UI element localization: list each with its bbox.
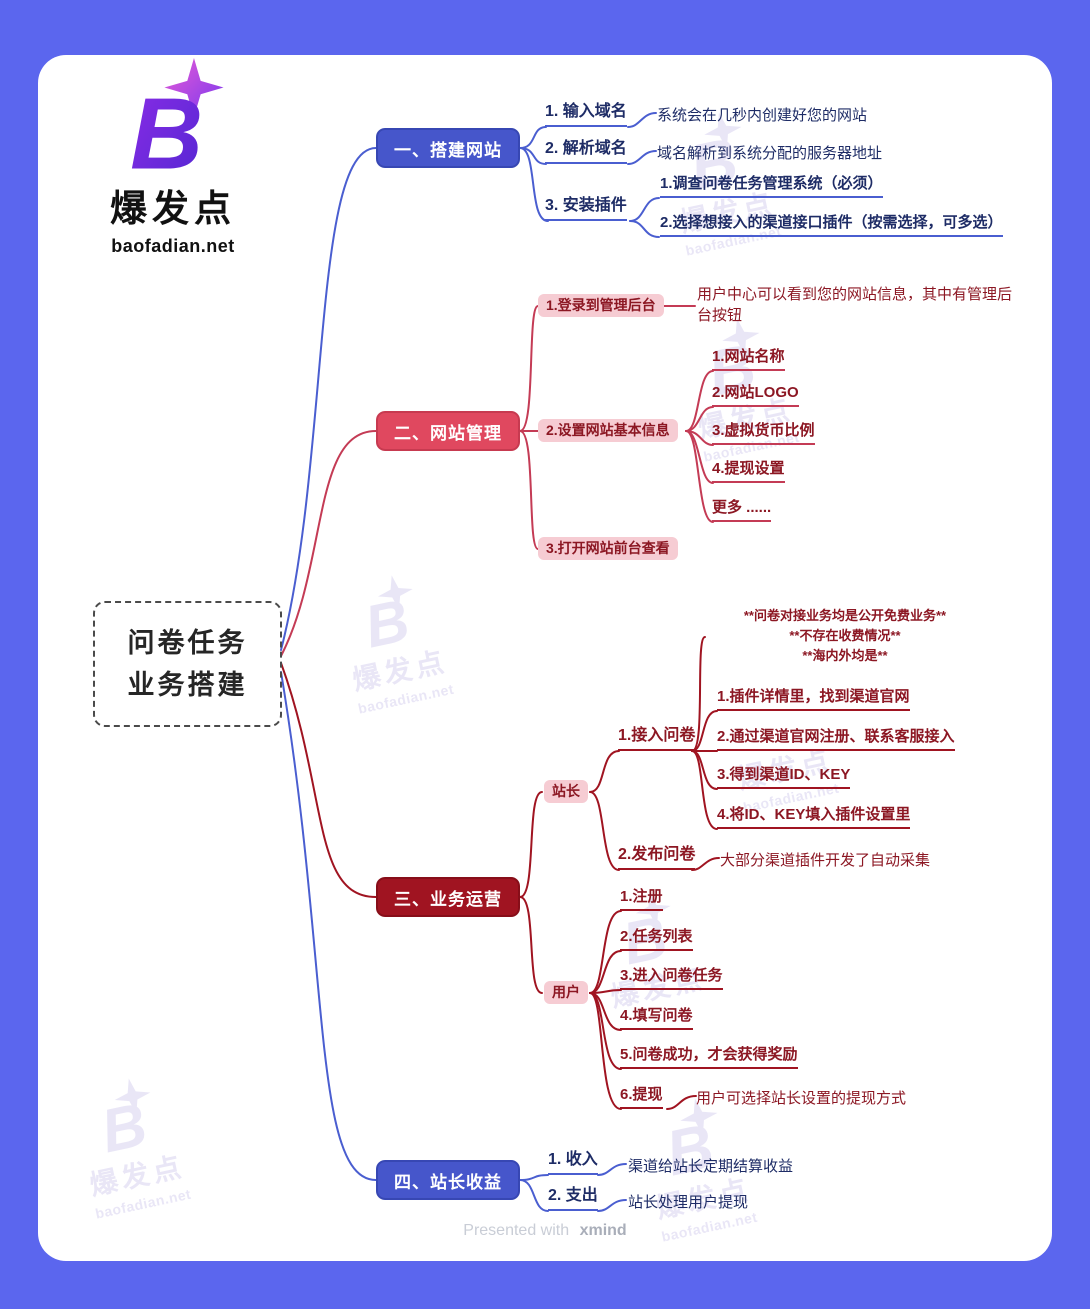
note-line-3: **海内外均是** [802,648,888,663]
footer-credit: Presented with xmind [38,1222,1052,1240]
svg-text:B: B [130,79,203,180]
topic-connect-survey[interactable]: 1.接入问卷 [618,726,696,751]
branch-build-website[interactable]: 一、搭建网站 [376,128,520,168]
topic-user-withdraw[interactable]: 6.提现 [620,1086,663,1109]
brand-name: 爆发点 [110,188,236,229]
topic-webmaster[interactable]: 站长 [544,780,588,803]
leaf-register-contact-support[interactable]: 2.通过渠道官网注册、联系客服接入 [717,728,955,751]
brand-watermark: B 爆发点 baofadian.net [635,1089,759,1245]
watermark-logo-icon: B [702,318,762,407]
central-topic[interactable]: 问卷任务 业务搭建 [93,601,282,727]
leaf-user-withdraw-note[interactable]: 用户可选择站长设置的提现方式 [696,1090,907,1107]
leaf-expense-note[interactable]: 站长处理用户提现 [628,1194,749,1211]
brand-watermark: B 爆发点 baofadian.net [677,309,801,465]
leaf-enter-domain-note[interactable]: 系统会在几秒内创建好您的网站 [657,107,868,124]
leaf-virtual-currency-ratio[interactable]: 3.虚拟货币比例 [712,422,815,445]
leaf-login-admin-note[interactable]: 用户中心可以看到您的网站信息，其中有管理后台按钮 [697,286,1013,324]
note-line-2: **不存在收费情况** [789,628,901,643]
leaf-plugin-channel-interface[interactable]: 2.选择想接入的渠道接口插件（按需选择，可多选） [660,214,1003,237]
brand-watermark: B 爆发点 baofadian.net [69,1069,192,1222]
note-free-business[interactable]: **问卷对接业务均是公开免费业务** **不存在收费情况** **海内外均是** [702,606,988,666]
central-topic-line2: 业务搭建 [127,670,248,700]
topic-user-reward[interactable]: 5.问卷成功，才会获得奖励 [620,1046,798,1069]
topic-enter-domain[interactable]: 1. 输入域名 [545,102,627,127]
footer-xmind-label: xmind [579,1222,627,1239]
brand-domain: baofadian.net [111,236,235,256]
branch-business-operation[interactable]: 三、业务运营 [376,877,520,917]
branch-site-management[interactable]: 二、网站管理 [376,411,520,451]
leaf-auto-collect[interactable]: 大部分渠道插件开发了自动采集 [720,852,931,869]
watermark-logo-icon: B [684,112,744,201]
topic-user-task-list[interactable]: 2.任务列表 [620,928,693,951]
leaf-income-note[interactable]: 渠道给站长定期结算收益 [628,1158,794,1175]
topic-install-plugin[interactable]: 3. 安装插件 [545,196,627,221]
topic-open-frontend[interactable]: 3.打开网站前台查看 [538,537,678,560]
topic-login-admin[interactable]: 1.登录到管理后台 [538,294,664,317]
brand-logo-icon: B [130,58,224,180]
topic-site-basic-info[interactable]: 2.设置网站基本信息 [538,419,678,442]
leaf-resolve-domain-note[interactable]: 域名解析到系统分配的服务器地址 [657,145,883,162]
topic-resolve-domain[interactable]: 2. 解析域名 [545,139,627,164]
leaf-more[interactable]: 更多 ...... [712,499,772,522]
central-topic-line1: 问卷任务 [127,628,248,658]
leaf-site-logo[interactable]: 2.网站LOGO [712,384,799,407]
topic-income[interactable]: 1. 收入 [548,1150,598,1175]
topic-user[interactable]: 用户 [544,981,588,1004]
leaf-site-name[interactable]: 1.网站名称 [712,348,785,371]
leaf-find-channel-site[interactable]: 1.插件详情里，找到渠道官网 [717,688,910,711]
topic-user-enter-task[interactable]: 3.进入问卷任务 [620,967,723,990]
topic-expense[interactable]: 2. 支出 [548,1186,598,1211]
leaf-fill-id-key[interactable]: 4.将ID、KEY填入插件设置里 [717,806,911,829]
leaf-withdraw-settings[interactable]: 4.提现设置 [712,460,785,483]
branch-webmaster-revenue[interactable]: 四、站长收益 [376,1160,520,1200]
mindmap-canvas [38,55,1052,1261]
topic-user-register[interactable]: 1.注册 [620,888,663,911]
leaf-get-id-key[interactable]: 3.得到渠道ID、KEY [717,766,851,789]
watermark-logo-icon: B [660,1098,720,1187]
brand-logo: B 爆发点 baofadian.net [68,58,278,257]
watermark-logo-icon: B [95,1078,152,1164]
footer-presented-text: Presented with [463,1222,570,1239]
brand-watermark: B 爆发点 baofadian.net [659,103,783,259]
topic-publish-survey[interactable]: 2.发布问卷 [618,845,696,870]
note-line-1: **问卷对接业务均是公开免费业务** [743,608,947,623]
topic-user-fill-survey[interactable]: 4.填写问卷 [620,1007,693,1030]
leaf-plugin-survey-system[interactable]: 1.调查问卷任务管理系统（必须） [660,175,883,198]
